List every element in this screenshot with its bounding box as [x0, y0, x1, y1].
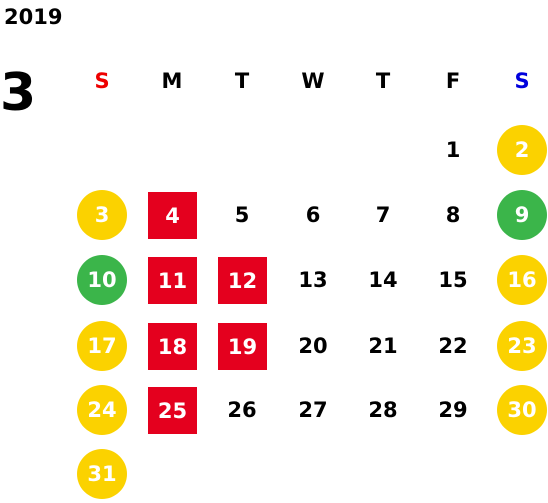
weekday-label: F: [445, 69, 461, 93]
day-cell-25[interactable]: 25: [148, 387, 197, 434]
day-cell-8[interactable]: 8: [445, 203, 461, 227]
day-cell-1[interactable]: 1: [445, 138, 461, 162]
weekday-label: M: [161, 69, 183, 93]
year-label: 2019: [4, 5, 63, 29]
day-cell-11[interactable]: 11: [148, 257, 197, 304]
day-cell-12[interactable]: 12: [218, 257, 267, 304]
day-cell-26[interactable]: 26: [227, 398, 257, 422]
day-cell-31[interactable]: 31: [77, 449, 127, 499]
day-cell-23[interactable]: 23: [497, 321, 547, 371]
day-cell-14[interactable]: 14: [368, 268, 398, 292]
day-cell-20[interactable]: 20: [298, 334, 328, 358]
day-cell-22[interactable]: 22: [438, 334, 468, 358]
day-cell-7[interactable]: 7: [375, 203, 391, 227]
day-cell-24[interactable]: 24: [77, 385, 127, 435]
day-cell-15[interactable]: 15: [438, 268, 468, 292]
day-cell-6[interactable]: 6: [305, 203, 321, 227]
day-cell-27[interactable]: 27: [298, 398, 328, 422]
day-cell-9[interactable]: 9: [497, 190, 547, 240]
weekday-label: S: [94, 69, 110, 93]
weekday-label: T: [375, 69, 391, 93]
day-cell-19[interactable]: 19: [218, 323, 267, 370]
day-cell-16[interactable]: 16: [497, 255, 547, 305]
day-cell-18[interactable]: 18: [148, 323, 197, 370]
day-cell-3[interactable]: 3: [77, 190, 127, 240]
weekday-label: W: [301, 69, 325, 93]
month-number: 3: [0, 63, 37, 123]
day-cell-28[interactable]: 28: [368, 398, 398, 422]
day-cell-10[interactable]: 10: [77, 255, 127, 305]
day-cell-13[interactable]: 13: [298, 268, 328, 292]
day-cell-4[interactable]: 4: [148, 192, 197, 239]
day-cell-5[interactable]: 5: [234, 203, 250, 227]
day-cell-29[interactable]: 29: [438, 398, 468, 422]
day-cell-2[interactable]: 2: [497, 125, 547, 175]
day-cell-17[interactable]: 17: [77, 321, 127, 371]
weekday-label: S: [514, 69, 530, 93]
weekday-label: T: [234, 69, 250, 93]
day-cell-30[interactable]: 30: [497, 385, 547, 435]
day-cell-21[interactable]: 21: [368, 334, 398, 358]
